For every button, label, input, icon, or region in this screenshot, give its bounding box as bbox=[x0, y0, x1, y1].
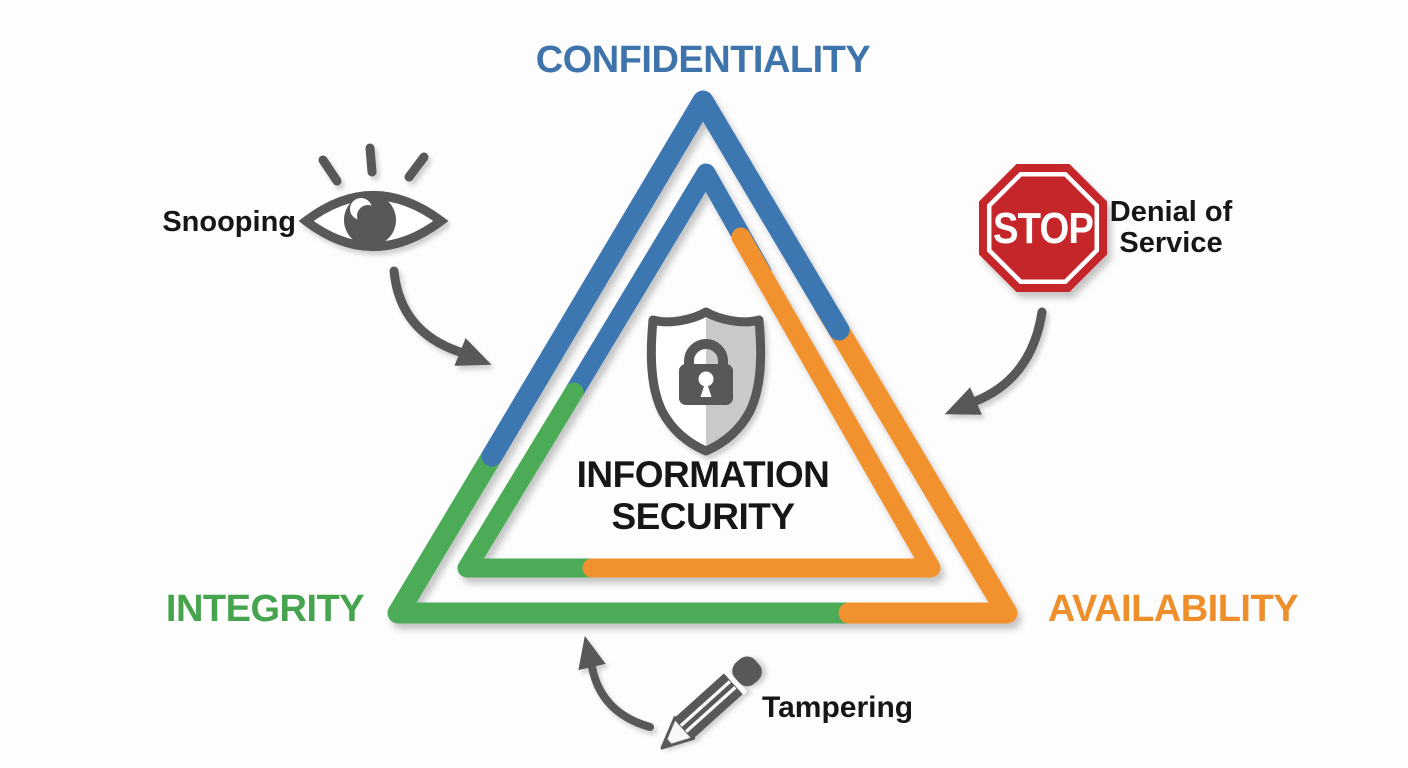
pencil-stripe-top bbox=[679, 680, 731, 727]
lock-shackle bbox=[684, 339, 728, 367]
eye-highlight-mask bbox=[357, 205, 379, 227]
pencil-eraser bbox=[732, 656, 762, 687]
confidentiality-label: CONFIDENTIALITY bbox=[536, 39, 871, 81]
eye-icon bbox=[298, 143, 449, 251]
stop-octagon-border bbox=[986, 171, 1100, 285]
dos-label-line2: Service bbox=[1119, 227, 1222, 259]
stop-octagon bbox=[979, 164, 1107, 292]
snooping-arrow-shaft bbox=[389, 266, 465, 357]
curved-arrow-icon bbox=[944, 307, 1047, 415]
tampering-label: Tampering bbox=[762, 691, 913, 724]
lock-keyhole-stem bbox=[700, 380, 712, 397]
pencil-icon bbox=[660, 656, 762, 750]
stop-sign-icon: STOP bbox=[979, 164, 1107, 292]
pencil-lead bbox=[662, 737, 673, 748]
outer-integrity-side bbox=[387, 445, 860, 624]
dos-arrow-shaft bbox=[971, 307, 1047, 406]
pencil-body bbox=[673, 673, 743, 740]
tampering-arrow-shaft bbox=[588, 663, 654, 731]
inner-integrity-side bbox=[457, 382, 606, 578]
outer-availability-side bbox=[814, 296, 1018, 624]
pencil-stripe-bottom bbox=[685, 686, 737, 733]
dos-label-line1: Denial of bbox=[1110, 196, 1233, 228]
curved-arrow-icon bbox=[389, 266, 492, 366]
shield-lock-icon bbox=[646, 307, 766, 456]
integrity-label: INTEGRITY bbox=[166, 588, 364, 630]
stop-sign-text: STOP bbox=[993, 204, 1093, 253]
inner-availability-side bbox=[582, 227, 941, 578]
center-title-line1: INFORMATION bbox=[577, 454, 830, 495]
shield-outline bbox=[646, 307, 766, 456]
eye-lashes bbox=[318, 143, 429, 186]
lock-keyhole bbox=[698, 371, 714, 387]
outer-triangle bbox=[387, 90, 1018, 624]
dos-arrow-head bbox=[944, 387, 982, 415]
availability-label: AVAILABILITY bbox=[1048, 588, 1298, 630]
outer-confidentiality-side bbox=[481, 90, 850, 467]
inner-triangle bbox=[457, 163, 941, 578]
center-title-line2: SECURITY bbox=[611, 496, 795, 537]
snooping-arrow-head bbox=[454, 338, 492, 366]
pencil-ferrule-gap bbox=[723, 669, 748, 695]
security-triangle bbox=[387, 90, 1018, 624]
tampering-arrow-head bbox=[578, 635, 606, 671]
snooping-label: Snooping bbox=[162, 206, 296, 238]
curved-arrow-icon bbox=[578, 635, 654, 731]
